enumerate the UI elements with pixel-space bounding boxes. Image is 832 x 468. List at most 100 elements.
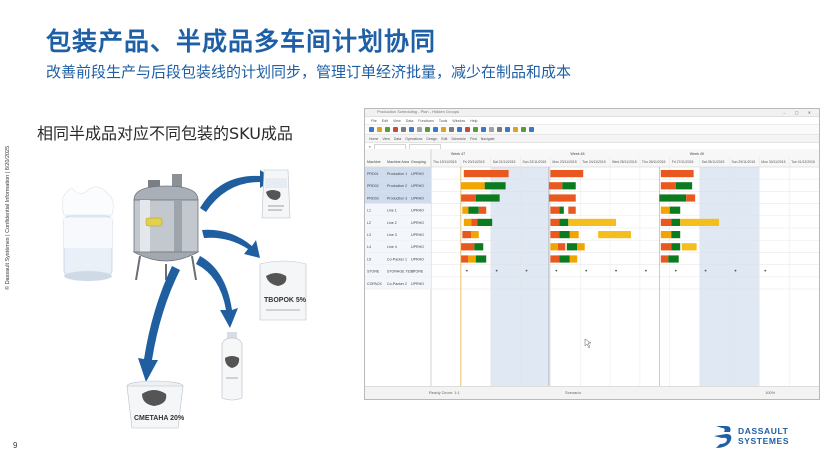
column-header[interactable]: Machine Area — [387, 160, 409, 164]
operation-bar[interactable] — [559, 255, 570, 263]
operation-bar[interactable] — [462, 206, 469, 214]
toolbar-icon[interactable] — [393, 127, 398, 132]
operation-bar[interactable] — [660, 182, 676, 190]
operation-bar[interactable] — [568, 206, 576, 214]
operation-bar[interactable] — [474, 243, 484, 251]
operation-bar[interactable] — [669, 206, 681, 214]
operation-bar[interactable] — [460, 243, 475, 251]
toolbar-icon[interactable] — [473, 127, 478, 132]
operation-bar[interactable] — [463, 218, 472, 226]
tab-schedule[interactable]: Schedule — [451, 136, 466, 141]
row-machine[interactable]: L3 — [367, 233, 371, 237]
toolbar-icon[interactable] — [457, 127, 462, 132]
operation-bar[interactable] — [477, 218, 493, 226]
operation-bar[interactable] — [550, 231, 560, 239]
tab-view[interactable]: View — [382, 136, 390, 141]
operation-bar[interactable] — [562, 182, 576, 190]
toolbar-icon[interactable] — [529, 127, 534, 132]
operation-bar[interactable] — [557, 243, 566, 251]
operation-bar[interactable] — [548, 182, 563, 190]
operation-bar[interactable] — [675, 182, 693, 190]
operation-bar[interactable] — [660, 243, 672, 251]
menu-item-tools[interactable]: Tools — [438, 118, 448, 123]
operation-bar[interactable] — [463, 170, 509, 178]
operation-bar[interactable] — [671, 231, 681, 239]
operation-bar[interactable] — [559, 231, 570, 239]
toolbar-icon[interactable] — [401, 127, 406, 132]
toolbar-icon[interactable] — [417, 127, 422, 132]
operation-bar[interactable] — [550, 170, 584, 178]
toolbar-icon[interactable] — [505, 127, 510, 132]
row-machine[interactable]: PRD02 — [367, 184, 379, 188]
operation-bar[interactable] — [660, 218, 672, 226]
toolbar-icon[interactable] — [449, 127, 454, 132]
tab-home[interactable]: Home — [369, 136, 379, 141]
toolbar-icon[interactable] — [377, 127, 382, 132]
toolbar-icon[interactable] — [433, 127, 438, 132]
operation-bar[interactable] — [550, 243, 558, 251]
menu-item-data[interactable]: Data — [405, 118, 414, 123]
menu-item-help[interactable]: Help — [470, 118, 478, 123]
menu-item-file[interactable]: File — [371, 118, 377, 123]
operation-bar[interactable] — [559, 218, 569, 226]
operation-bar[interactable] — [468, 255, 476, 263]
operation-bar[interactable] — [460, 255, 469, 263]
operation-bar[interactable] — [671, 243, 681, 251]
operation-bar[interactable] — [660, 206, 670, 214]
column-header[interactable]: Machine — [367, 160, 381, 164]
operation-bar[interactable] — [566, 243, 578, 251]
window-controls[interactable]: – ▢ ✕ — [783, 110, 815, 115]
menu-item-window[interactable]: Window — [452, 118, 466, 123]
operation-bar[interactable] — [577, 243, 585, 251]
operation-bar[interactable] — [475, 255, 487, 263]
tab-operations[interactable]: Operations — [405, 136, 423, 141]
tab-data[interactable]: Data — [393, 136, 402, 141]
operation-bar[interactable] — [569, 255, 578, 263]
row-machine[interactable]: PRD03 — [367, 196, 379, 200]
operation-bar[interactable] — [680, 218, 720, 226]
operation-bar[interactable] — [660, 255, 669, 263]
operation-bar[interactable] — [550, 206, 560, 214]
row-machine[interactable]: COPACK — [367, 282, 383, 286]
toolbar-icon[interactable] — [409, 127, 414, 132]
toolbar-icon[interactable] — [481, 127, 486, 132]
operation-bar[interactable] — [660, 231, 672, 239]
operation-bar[interactable] — [475, 194, 500, 202]
operation-bar[interactable] — [660, 170, 694, 178]
operation-bar[interactable] — [559, 206, 564, 214]
toolbar-icon[interactable] — [465, 127, 470, 132]
menu-item-edit[interactable]: Edit — [381, 118, 388, 123]
row-machine[interactable]: STORE — [367, 270, 380, 274]
row-machine[interactable]: PRD01 — [367, 172, 379, 176]
operation-bar[interactable] — [569, 231, 579, 239]
toolbar-icon[interactable] — [521, 127, 526, 132]
operation-bar[interactable] — [471, 218, 478, 226]
operation-bar[interactable] — [484, 182, 506, 190]
toolbar-icon[interactable] — [369, 127, 374, 132]
toolbar-icon[interactable] — [425, 127, 430, 132]
column-header[interactable]: Grouping — [411, 160, 426, 164]
toolbar-icon[interactable] — [385, 127, 390, 132]
operation-bar[interactable] — [478, 206, 487, 214]
operation-bar[interactable] — [568, 218, 617, 226]
tab-edit[interactable]: Edit — [441, 136, 448, 141]
toolbar-icon[interactable] — [497, 127, 502, 132]
tab-design[interactable]: Design — [426, 136, 438, 141]
tab-navigate[interactable]: Navigate — [480, 136, 495, 141]
operation-bar[interactable] — [671, 218, 681, 226]
operation-bar[interactable] — [550, 218, 560, 226]
operation-bar[interactable] — [462, 231, 472, 239]
row-machine[interactable]: L4 — [367, 245, 371, 249]
operation-bar[interactable] — [686, 194, 696, 202]
tab-find[interactable]: Find — [469, 136, 477, 141]
menu-item-view[interactable]: View — [393, 118, 401, 123]
operation-bar[interactable] — [659, 194, 687, 202]
operation-bar[interactable] — [460, 194, 476, 202]
operation-bar[interactable] — [548, 194, 576, 202]
toolbar-icon[interactable] — [513, 127, 518, 132]
toolbar-icon[interactable] — [441, 127, 446, 132]
operation-bar[interactable] — [468, 206, 479, 214]
row-machine[interactable]: L2 — [367, 221, 371, 225]
row-machine[interactable]: L1 — [367, 209, 371, 213]
